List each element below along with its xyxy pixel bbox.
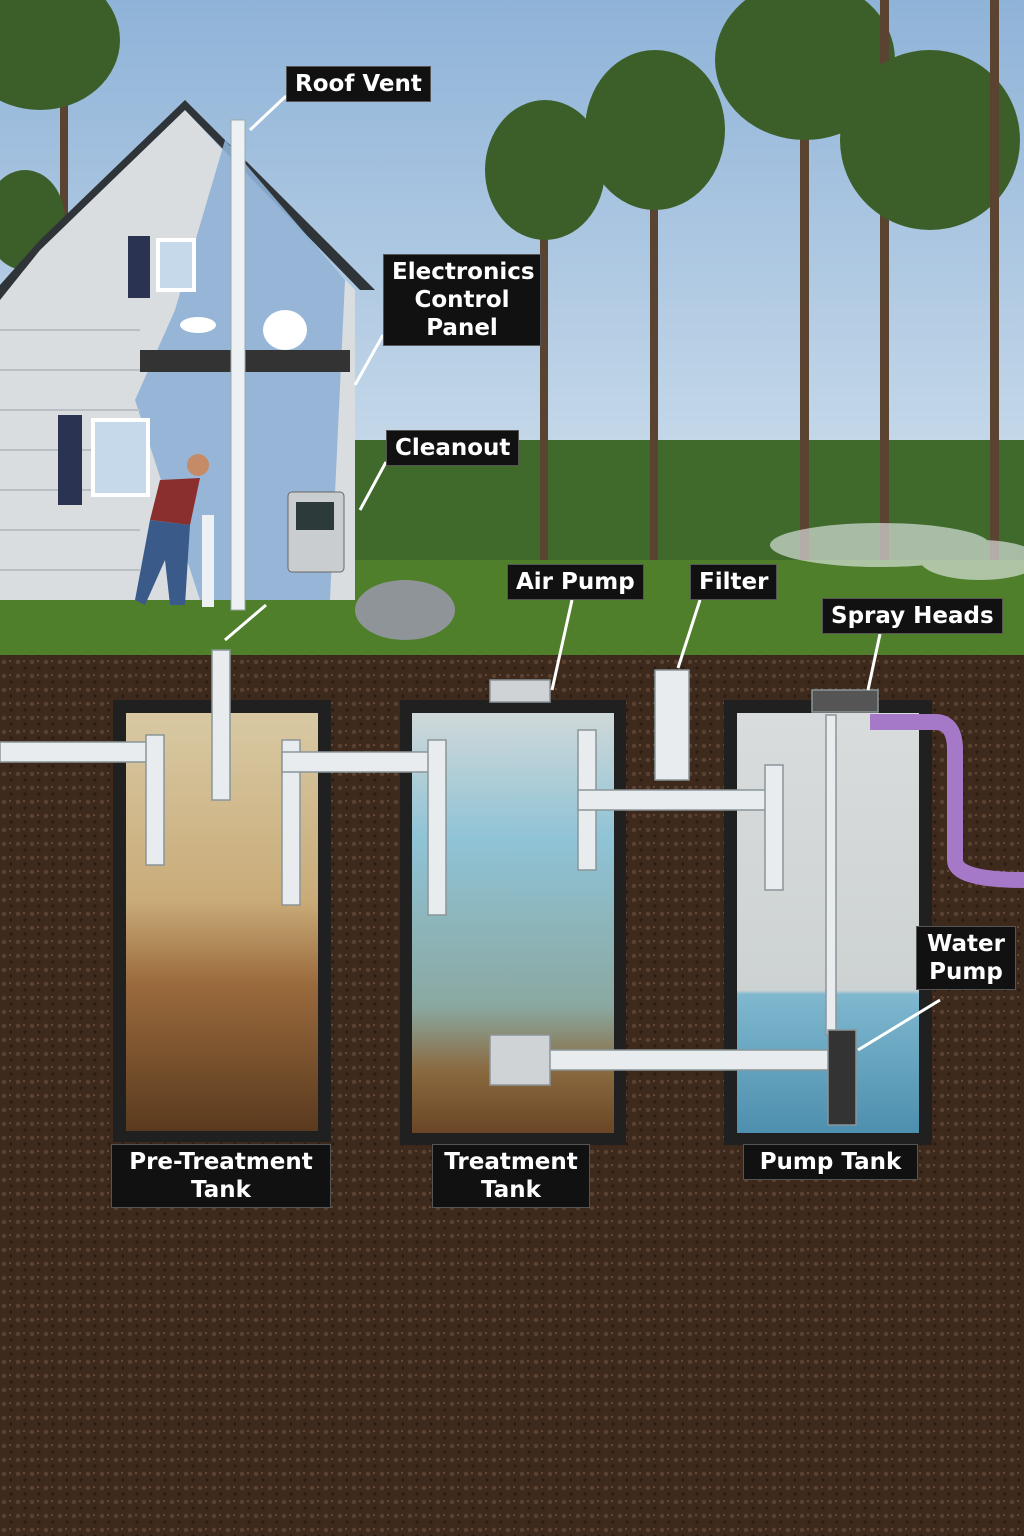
- pipes: [0, 649, 879, 1126]
- filter-label: Filter: [690, 564, 778, 600]
- air-pump-unit: [355, 580, 455, 640]
- treatment-tank-label: Treatment Tank: [432, 1144, 590, 1208]
- shutter: [128, 236, 150, 298]
- roof-vent-pipe: [230, 119, 246, 611]
- water-pump-label-line: Pump: [929, 959, 1003, 985]
- control-panel-label-line: Panel: [426, 315, 498, 341]
- water-pump-label-line: Water: [926, 931, 1005, 957]
- pine-trees: [0, 0, 1020, 580]
- roof-vent-label: Roof Vent: [286, 66, 431, 102]
- toilet: [263, 310, 307, 350]
- leader-lines: [224, 94, 941, 1052]
- spray-heads-mist: [770, 523, 1024, 580]
- treatment-tank-label-line: Treatment: [444, 1149, 578, 1175]
- pre-treatment-tank-label: Pre-Treatment Tank: [111, 1144, 331, 1208]
- pre-treatment-tank-label-line: Pre-Treatment: [129, 1149, 313, 1175]
- cleanout-label: Cleanout: [386, 430, 520, 466]
- window: [156, 238, 196, 292]
- control-panel-label-line: Electronics: [392, 259, 535, 285]
- treatment-tank-label-line: Tank: [481, 1177, 541, 1203]
- water-pump-label: Water Pump: [916, 926, 1016, 990]
- spray-heads-label: Spray Heads: [822, 598, 1003, 634]
- air-pump-label: Air Pump: [507, 564, 644, 600]
- pre-treatment-tank-label-line: Tank: [191, 1177, 251, 1203]
- control-panel-label-line: Control: [414, 287, 510, 313]
- shutter: [58, 415, 82, 505]
- sink: [180, 317, 216, 333]
- cleanout-pipe: [202, 515, 214, 607]
- control-panel-label: Electronics Control Panel: [383, 254, 541, 346]
- pump-tank-label: Pump Tank: [743, 1144, 918, 1180]
- person: [135, 454, 209, 605]
- window: [91, 418, 150, 497]
- purple-discharge-pipe: [870, 714, 1024, 888]
